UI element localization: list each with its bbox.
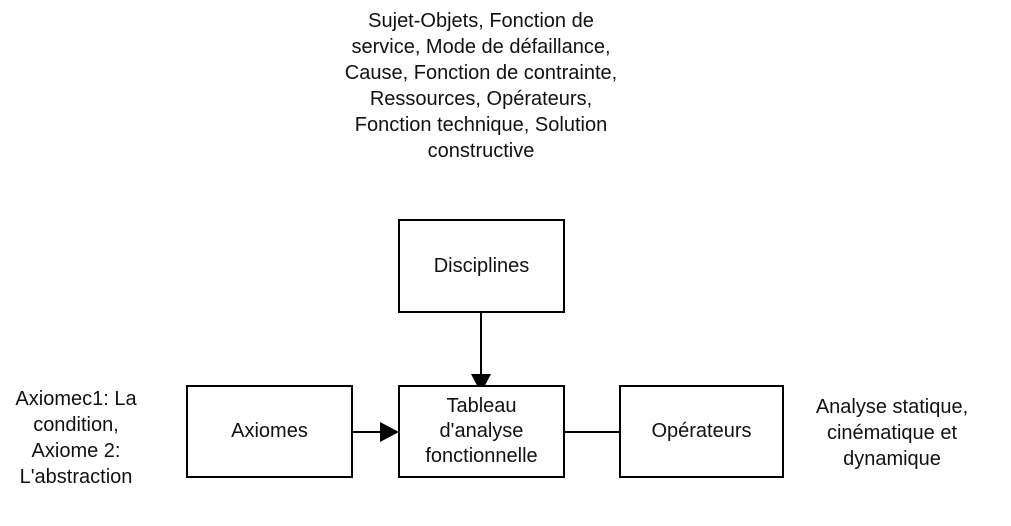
- tableau-box: Tableau d'analyse fonctionnelle: [398, 385, 565, 478]
- arrowhead-axiomes-to-tableau: [380, 422, 399, 442]
- disciplines-box: Disciplines: [398, 219, 565, 313]
- axiomes-box: Axiomes: [186, 385, 353, 478]
- left-annotation: Axiomec1: La condition, Axiome 2: L'abst…: [15, 388, 137, 488]
- top-annotation: Sujet-Objets, Fonction de service, Mode …: [344, 10, 618, 162]
- axiomes-label: Axiomes: [231, 420, 308, 442]
- operateurs-box: Opérateurs: [619, 385, 784, 478]
- tableau-label: Tableau d'analyse fonctionnelle: [425, 395, 538, 467]
- right-annotation: Analyse statique, cinématique et dynamiq…: [815, 396, 969, 470]
- operateurs-label: Opérateurs: [651, 420, 752, 442]
- disciplines-label: Disciplines: [433, 254, 530, 277]
